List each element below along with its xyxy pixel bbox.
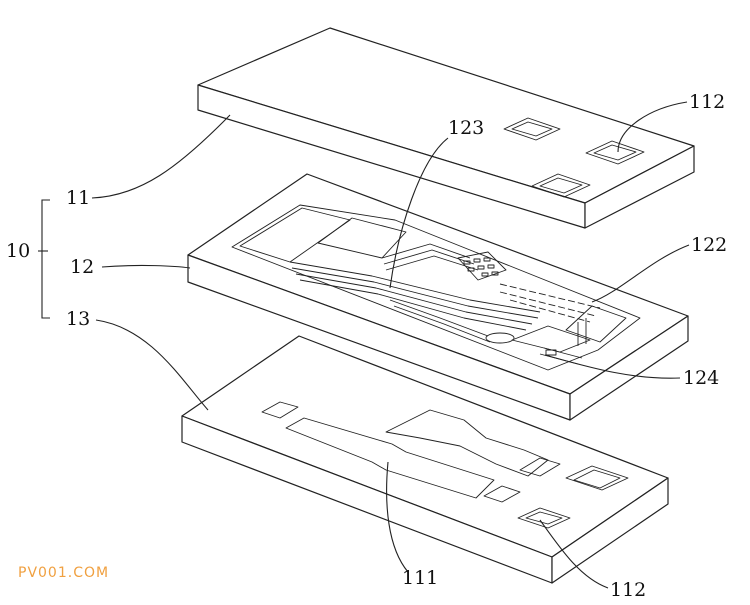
perforated-region — [457, 251, 507, 281]
serpentine-channels — [499, 283, 627, 346]
label-port-top: 112 — [689, 91, 725, 113]
label-assembly: 10 — [6, 240, 30, 262]
label-channel-123: 123 — [448, 117, 484, 139]
parallel-channel-bundle — [289, 243, 541, 343]
watermark-text: PV001.COM — [18, 565, 110, 581]
label-channel-122: 122 — [691, 234, 727, 256]
label-top-cover: 11 — [66, 187, 90, 209]
top-port-holes — [503, 117, 645, 198]
middle-channel-plate — [187, 173, 689, 421]
top-cover-plate — [197, 27, 695, 229]
label-port-bottom: 112 — [610, 579, 646, 600]
label-channel-bottom: 111 — [402, 567, 438, 589]
label-channel-124: 124 — [683, 367, 719, 389]
label-bottom-layer: 13 — [66, 308, 90, 330]
leader-lines — [38, 101, 690, 589]
bottom-plate — [181, 335, 669, 584]
bottom-port-hole — [517, 507, 571, 529]
label-middle-layer: 12 — [70, 256, 94, 278]
